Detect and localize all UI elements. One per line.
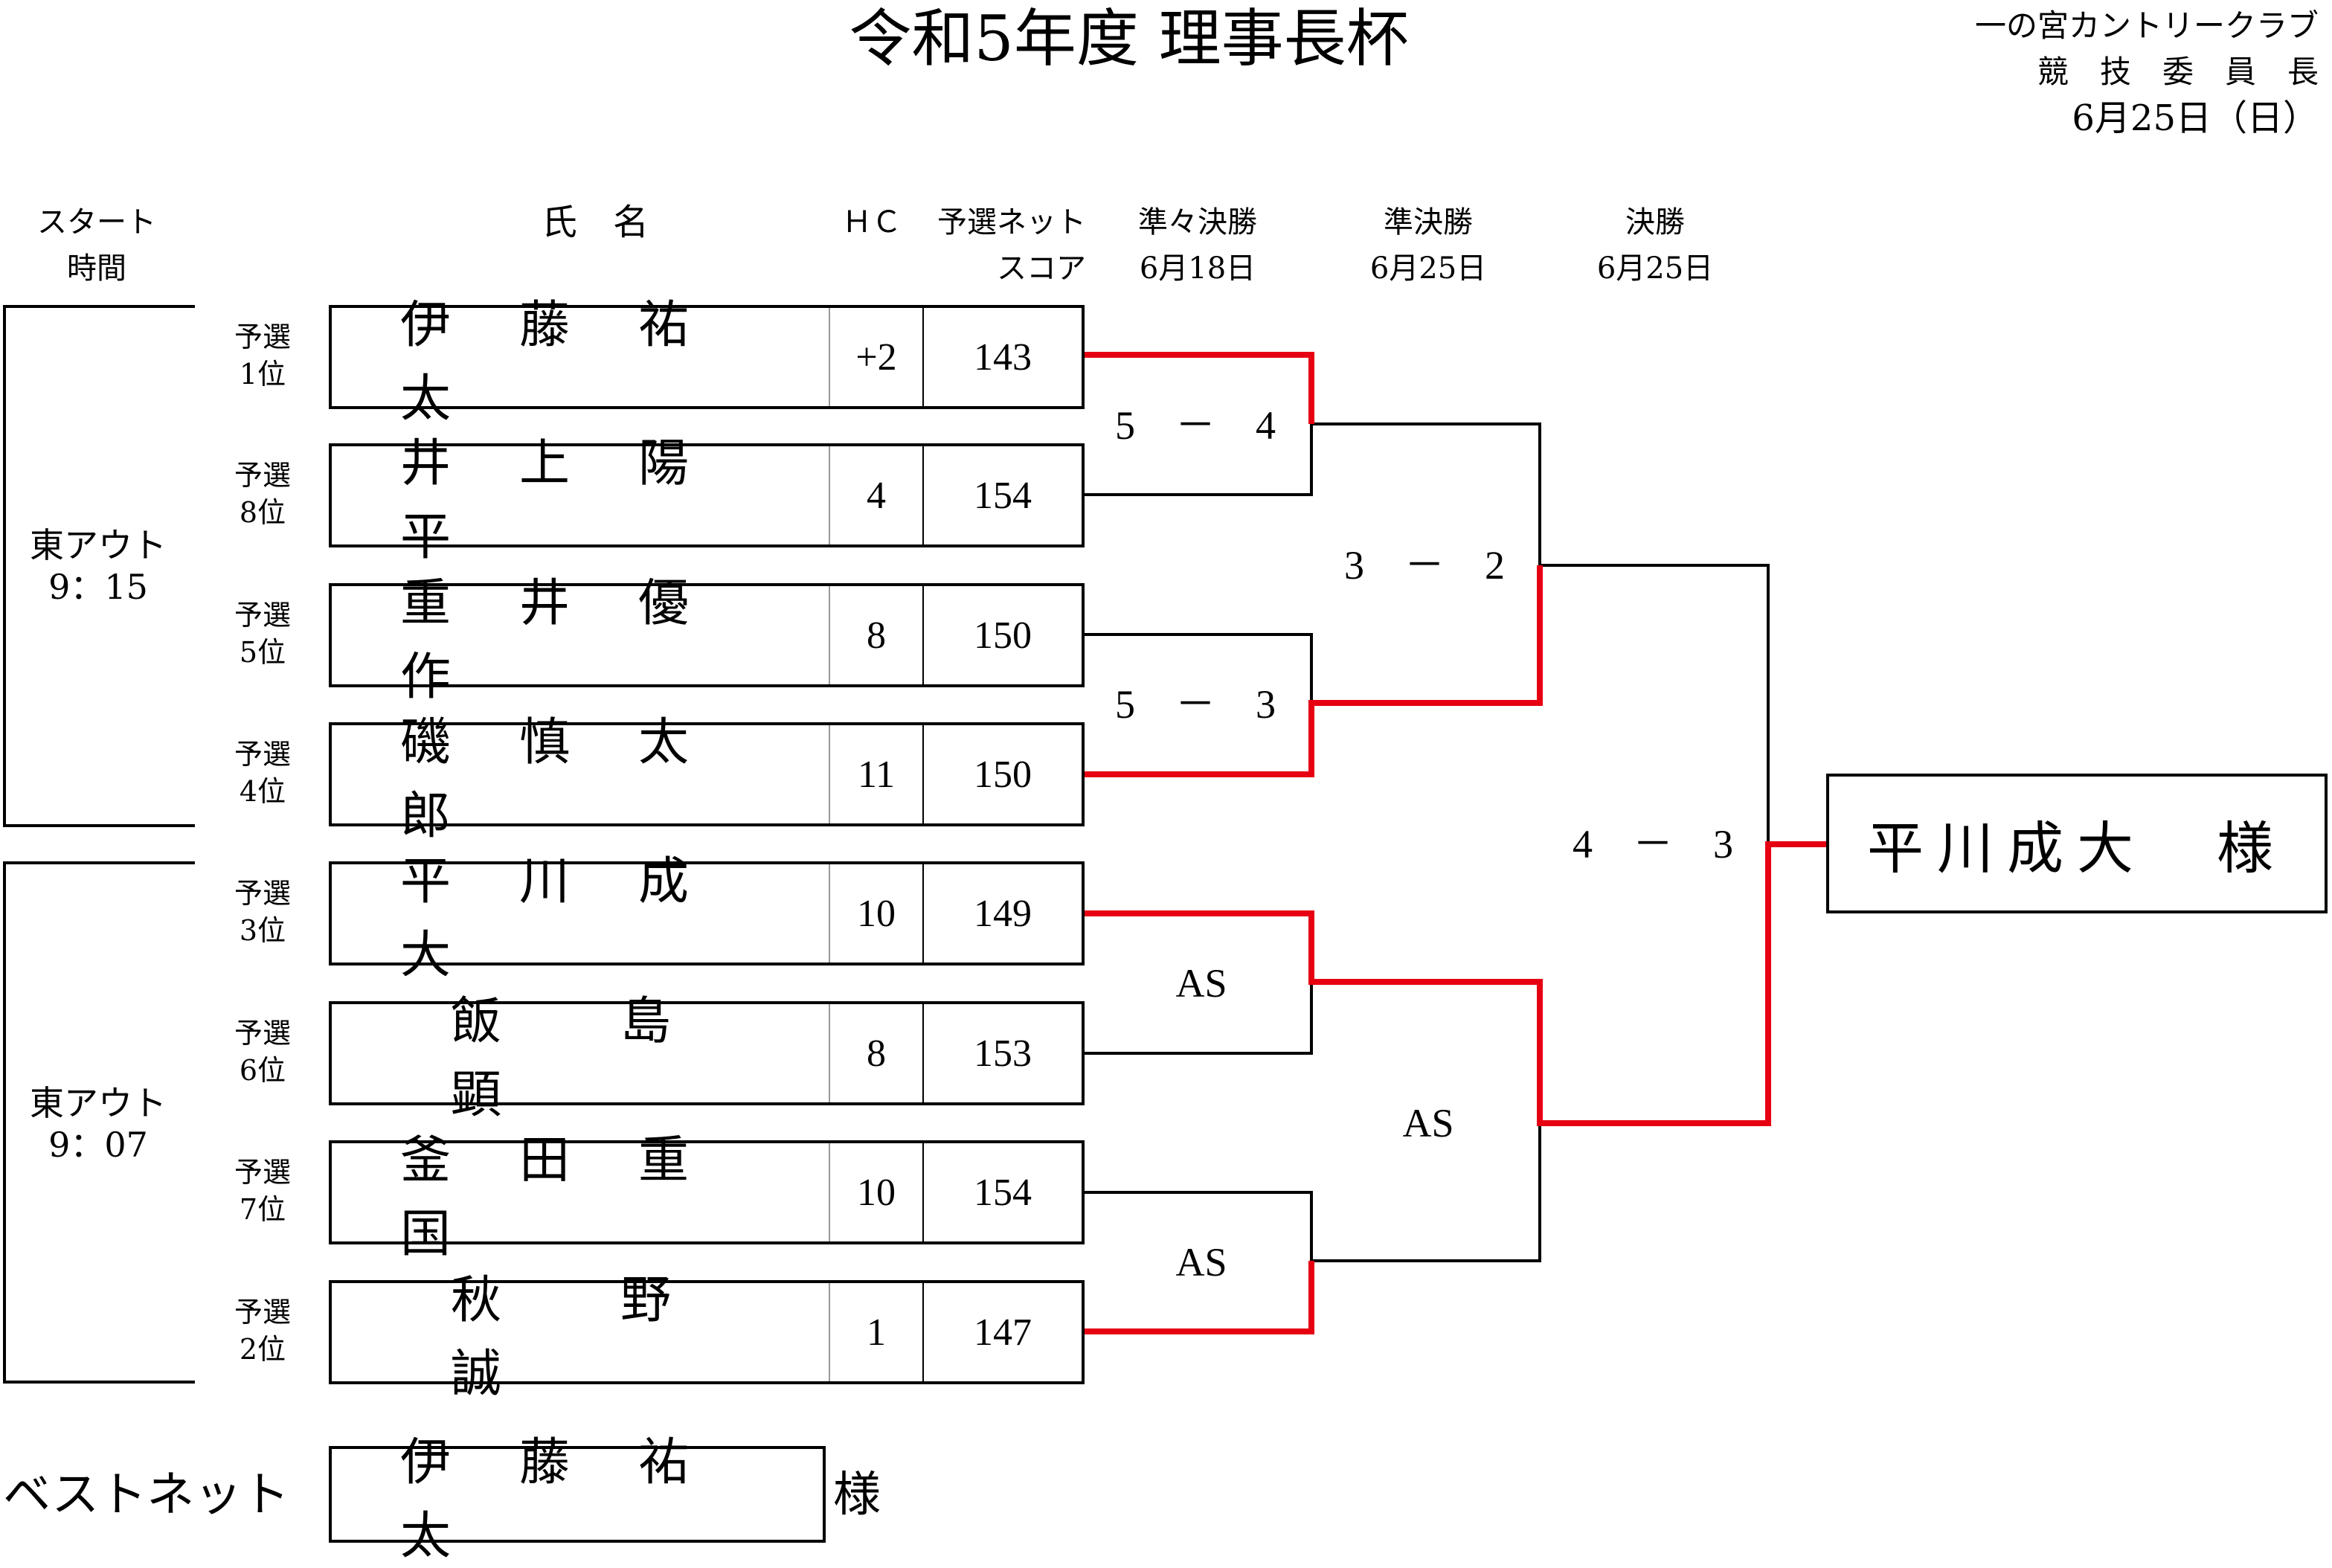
header-net-score: 予選ネット スコア: [937, 205, 1086, 286]
qualifying-rank: 予選 8位: [234, 459, 291, 529]
bracket-line: [1085, 633, 1313, 703]
bracket-line: [1085, 424, 1313, 496]
start-group-2: [3, 861, 195, 1384]
winner-line: [1085, 841, 1826, 1126]
player-hc: +2: [829, 308, 922, 406]
score-final: 4 － 3: [1573, 822, 1733, 867]
player-net-score: 154: [922, 446, 1082, 544]
player-net-score: 150: [922, 586, 1082, 684]
score-qf2: 5 － 3: [1115, 682, 1276, 727]
header-semifinal: 準決勝 6月25日: [1369, 205, 1487, 286]
player-net-score: 147: [922, 1283, 1082, 1381]
bracket-line: [1085, 1191, 1313, 1261]
qualifying-rank: 予選 4位: [234, 738, 291, 808]
player-net-score: 143: [922, 308, 1082, 406]
player-name: 磯慎太郎: [400, 713, 758, 846]
page-title: 令和5年度 理事長杯: [849, 2, 1409, 75]
champion-box: 平川成大 様: [1826, 774, 2328, 913]
header-start-time: スタート 時間: [37, 205, 156, 286]
start-group-1-label: 東アウト 9：15: [30, 525, 167, 607]
player-hc: 10: [829, 1143, 922, 1241]
player-name: 重井優作: [400, 574, 758, 707]
player-hc: 1: [829, 1283, 922, 1381]
qualifying-rank: 予選 1位: [234, 321, 291, 391]
score-qf3: AS: [1175, 961, 1227, 1006]
qualifying-rank: 予選 5位: [234, 599, 291, 669]
player-hc: 11: [829, 725, 922, 823]
qualifying-rank: 予選 7位: [234, 1156, 291, 1226]
player-name: 飯島顕: [451, 992, 791, 1125]
player-name: 平川成大: [400, 852, 758, 985]
best-net-label: ベストネット: [3, 1468, 290, 1523]
best-net-box: 伊藤祐太: [329, 1433, 826, 1566]
score-qf4: AS: [1175, 1240, 1227, 1285]
player-hc: 10: [829, 864, 922, 963]
header-final: 決勝 6月25日: [1596, 205, 1714, 286]
score-sf2: AS: [1402, 1101, 1454, 1146]
player-net-score: 149: [922, 864, 1082, 963]
player-hc: 4: [829, 446, 922, 544]
qualifying-rank: 予選 2位: [234, 1296, 291, 1366]
best-net-name: 伊藤祐太: [400, 1433, 758, 1566]
event-date: 6月25日（日）: [2072, 97, 2319, 139]
player-name: 秋野誠: [451, 1271, 791, 1404]
player-name: 井上陽平: [400, 434, 758, 567]
bracket-line: [1540, 564, 1770, 844]
organizer-block: 一の宮カントリークラブ 競 技 委 員 長 6月25日（日）: [1975, 3, 2319, 141]
score-qf1: 5 － 4: [1115, 403, 1276, 448]
player-name: 釜田重国: [400, 1131, 758, 1264]
qualifying-rank: 予選 6位: [234, 1017, 291, 1087]
winner-line: [1085, 352, 1314, 424]
header-name: 氏 名: [541, 202, 649, 243]
player-hc: 8: [829, 586, 922, 684]
score-sf1: 3 － 2: [1344, 543, 1505, 588]
player-net-score: 153: [922, 1004, 1082, 1102]
best-net-suffix: 様: [833, 1468, 881, 1523]
player-name: 伊藤祐太: [400, 296, 758, 428]
player-net-score: 154: [922, 1143, 1082, 1241]
club-name: 一の宮カントリークラブ: [1974, 7, 2319, 44]
start-group-2-label: 東アウト 9：07: [30, 1083, 167, 1165]
player-net-score: 150: [922, 725, 1082, 823]
winner-line: [1085, 1261, 1314, 1334]
player-hc: 8: [829, 1004, 922, 1102]
winner-line: [1085, 565, 1543, 777]
qualifying-rank: 予選 3位: [234, 877, 291, 947]
start-group-1: [3, 305, 195, 827]
bracket-line: [1085, 982, 1313, 1055]
bracket-line: [1311, 1123, 1541, 1262]
header-hc: ＨＣ: [842, 205, 902, 240]
committee-chair: 競 技 委 員 長: [2037, 54, 2319, 90]
bracket-line: [1311, 422, 1541, 565]
header-quarterfinal: 準々決勝 6月18日: [1138, 205, 1257, 286]
